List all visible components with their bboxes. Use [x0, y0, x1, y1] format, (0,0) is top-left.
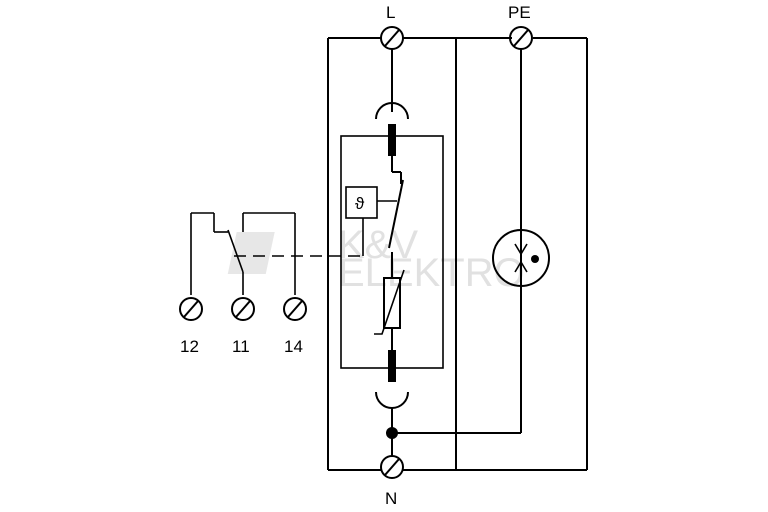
remote-signal-contact [190, 212, 364, 295]
plug-contact-bottom [375, 391, 409, 409]
fuse-top [388, 124, 396, 156]
terminal-L [380, 26, 404, 50]
thermal-disconnector-box [345, 186, 378, 219]
terminal-11 [231, 297, 255, 321]
housing-outline [327, 37, 588, 471]
plug-contact-top [375, 102, 409, 120]
signal-contact-blade [227, 229, 244, 273]
label-L: L [386, 3, 395, 22]
label-N: N [385, 489, 397, 508]
terminal-PE [509, 26, 533, 50]
label-PE: PE [508, 3, 531, 22]
fuse-bottom [388, 350, 396, 382]
thermal-symbol: ϑ [355, 194, 365, 213]
main-branch [374, 49, 521, 456]
disconnector-switch-blade [388, 179, 404, 249]
label-14: 14 [284, 337, 303, 356]
spark-gap-dot [531, 255, 539, 263]
terminal-12 [179, 297, 203, 321]
spark-gap [492, 49, 550, 433]
spark-gap-arrow-up [514, 260, 528, 273]
varistor-slash [374, 269, 405, 335]
label-12: 12 [180, 337, 199, 356]
spark-gap-arrow-down [514, 243, 528, 256]
watermark: K&V ELEKTRO [227, 223, 525, 295]
label-11: 11 [232, 337, 250, 356]
terminal-14 [283, 297, 307, 321]
thermal-disconnector: ϑ [345, 186, 397, 236]
watermark-line-1: K&V [338, 223, 418, 267]
terminal-N [380, 455, 404, 479]
watermark-logo-shape [227, 232, 275, 274]
